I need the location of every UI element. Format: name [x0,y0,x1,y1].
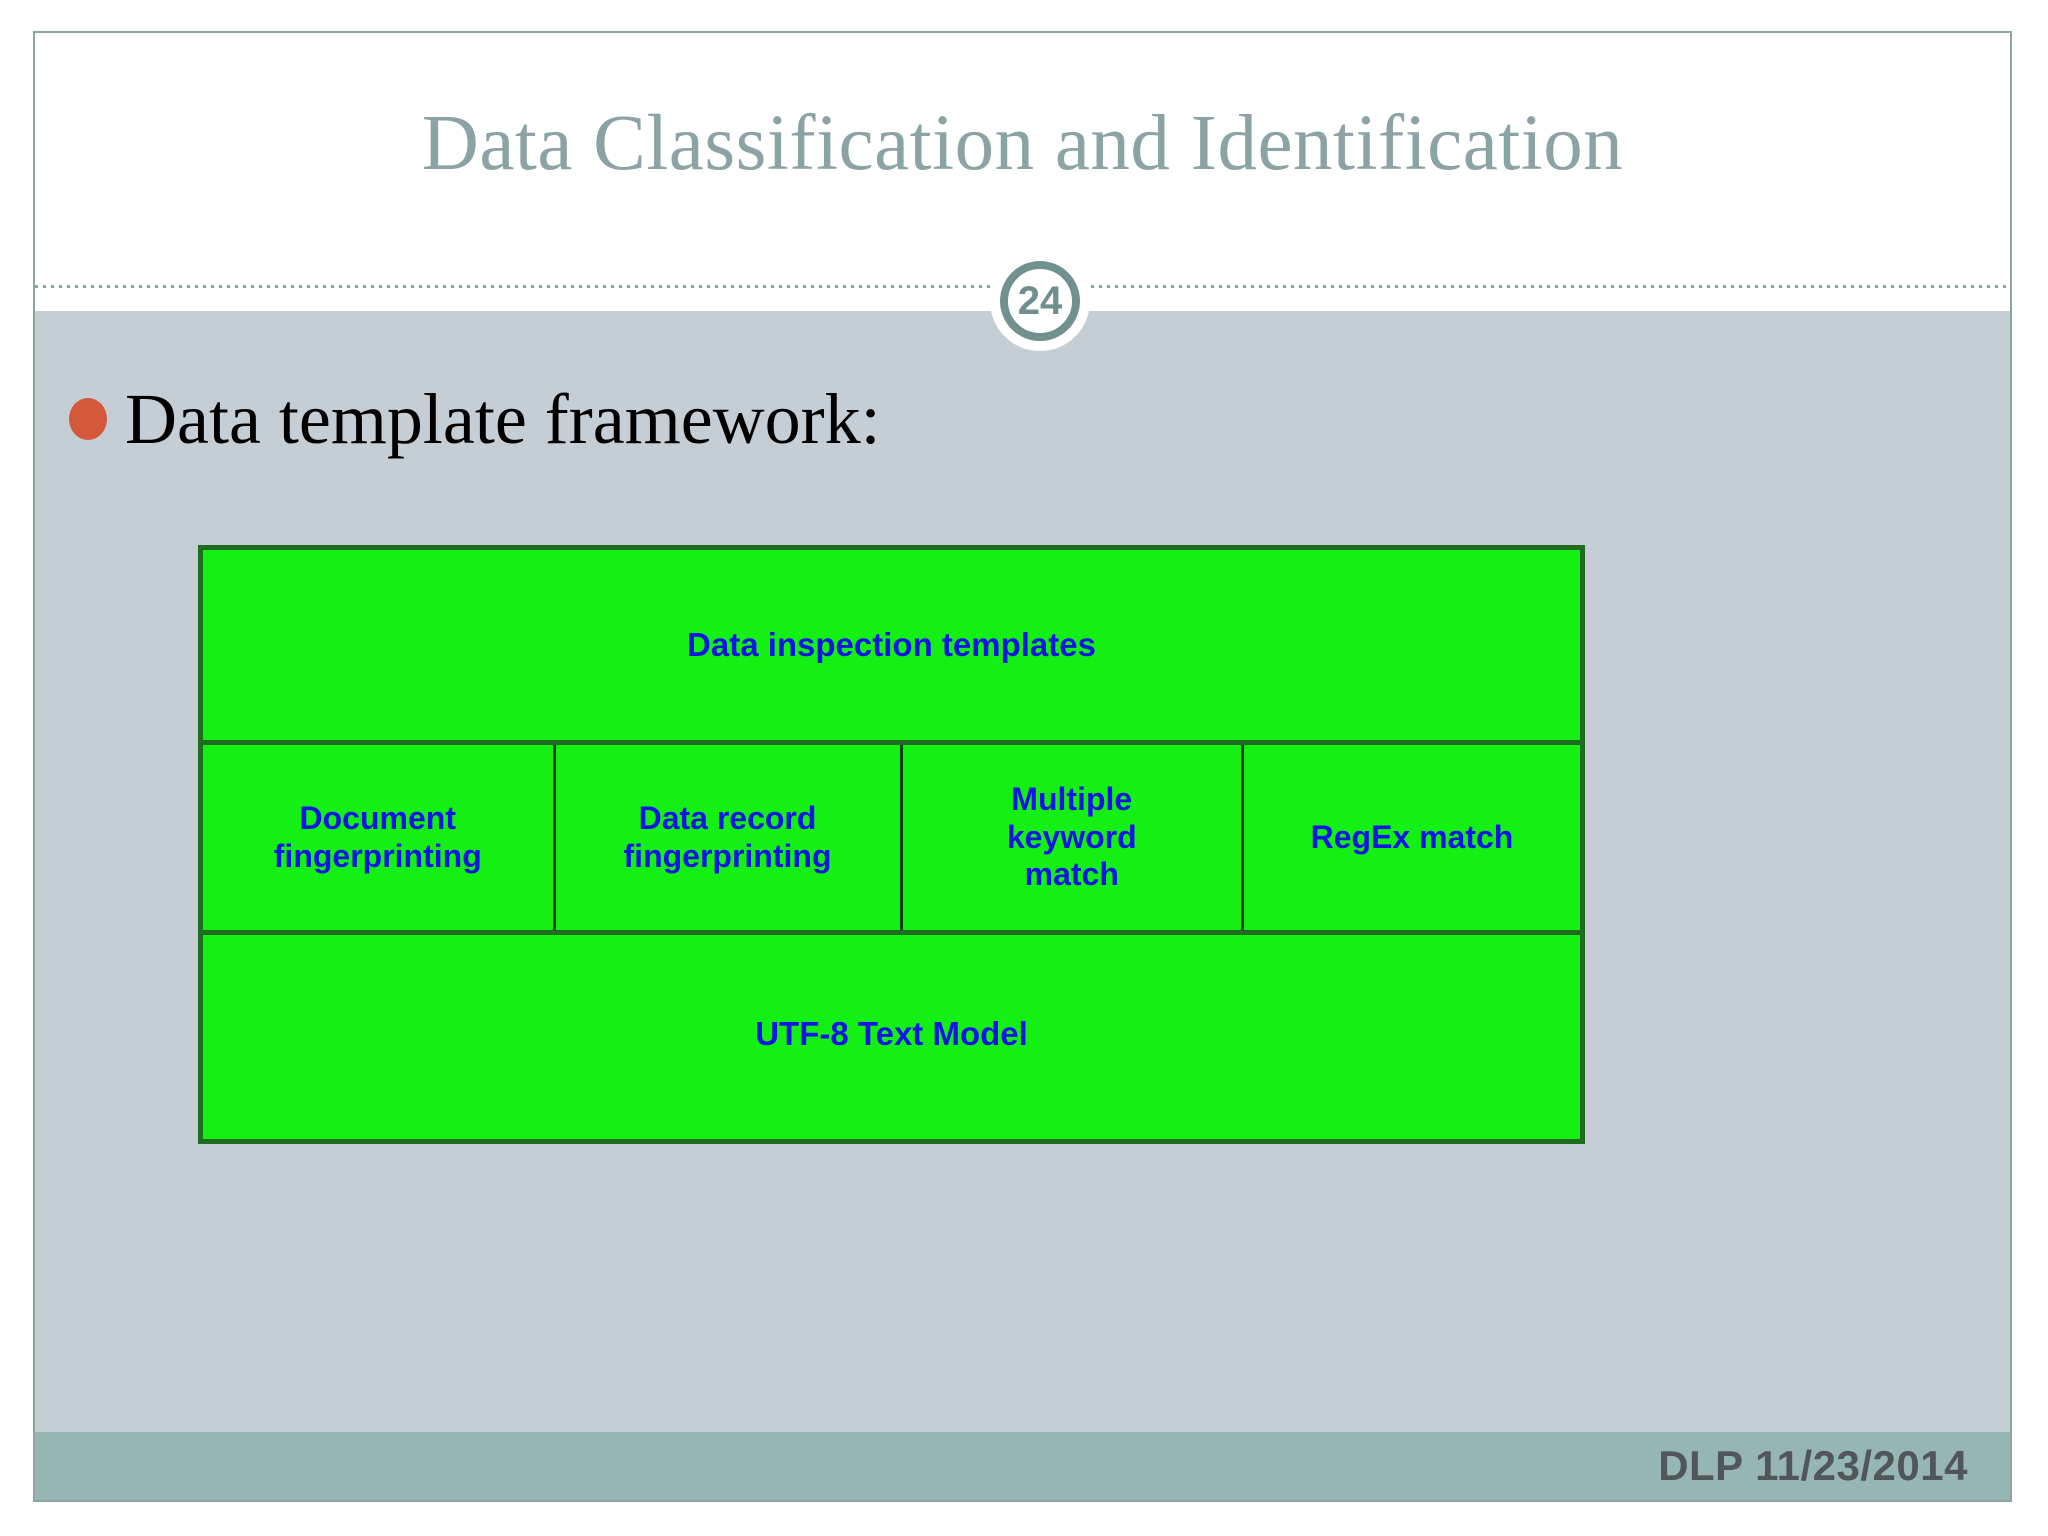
page-number-badge: 24 [990,251,1090,351]
slide: Data Classification and Identification 2… [33,31,2012,1502]
bullet-dot-icon [69,398,107,440]
diagram-cell-regex-match: RegEx match [1244,745,1580,930]
diagram-cell-multiple-keyword-match-label: Multiple keyword match [1006,780,1137,893]
diagram-row-top: Data inspection templates [203,550,1580,745]
diagram-cell-inspection-templates: Data inspection templates [687,625,1096,663]
diagram-cell-data-record-fingerprinting: Data record fingerprinting [556,745,903,930]
bullet-item-label: Data template framework: [125,379,881,459]
diagram-row-bottom: UTF-8 Text Model [203,935,1580,1134]
diagram-cell-document-fingerprinting-label: Document fingerprinting [273,799,482,874]
data-template-framework-diagram: Data inspection templates Document finge… [198,545,1585,1144]
diagram-cell-regex-match-label: RegEx match [1310,818,1514,855]
diagram-cell-utf8-text-model: UTF-8 Text Model [755,1015,1028,1053]
footer-label: DLP 11/23/2014 [1658,1442,1968,1489]
diagram-row-middle: Document fingerprinting Data record fing… [203,745,1580,935]
diagram-cell-multiple-keyword-match: Multiple keyword match [903,745,1244,930]
bullet-item: Data template framework: [69,383,881,455]
diagram-cell-data-record-fingerprinting-label: Data record fingerprinting [623,799,832,874]
slide-footer: DLP 11/23/2014 [35,1432,2010,1500]
page-number-value: 24 [1017,279,1063,323]
diagram-cell-document-fingerprinting: Document fingerprinting [203,745,556,930]
badge-ring-icon: 24 [1000,261,1080,341]
page-title: Data Classification and Identification [421,100,1624,187]
